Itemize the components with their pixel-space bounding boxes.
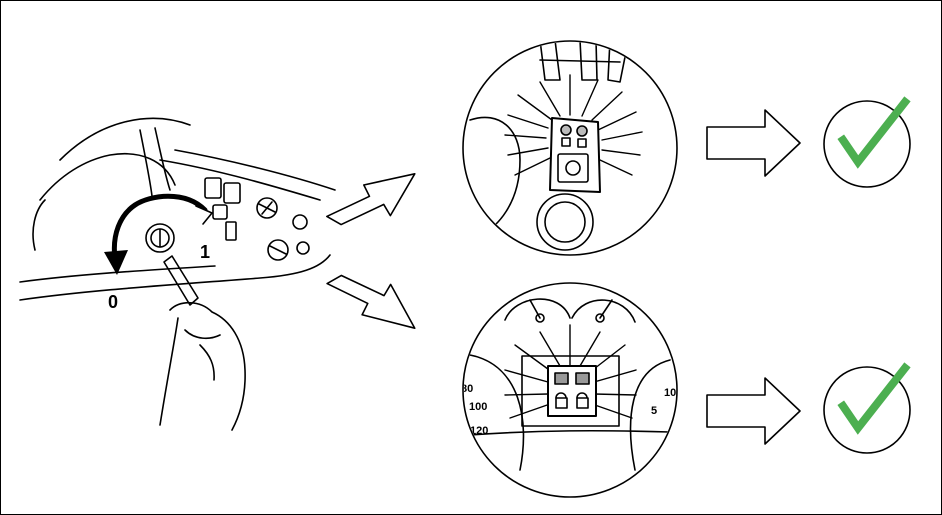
position-on-label: 1 <box>200 242 210 262</box>
arrow-to-bottom-icon <box>323 274 421 329</box>
ignition-key-icon <box>164 256 198 305</box>
rotation-arrow-icon <box>114 196 205 258</box>
arrow-right-top-icon <box>707 110 800 176</box>
position-off-label: 0 <box>108 292 118 312</box>
arrow-to-top-icon <box>323 174 421 227</box>
gauge-tick-100: 100 <box>469 401 487 413</box>
checkmark-bottom-icon <box>824 367 910 453</box>
checkmark-top-icon <box>824 101 910 187</box>
instrument-cluster-detail: 80 100 120 10 5 <box>461 283 677 497</box>
arrow-right-bottom-icon <box>707 378 800 444</box>
hand-icon <box>160 303 245 430</box>
gauge-tick-10: 10 <box>664 387 676 399</box>
steering-wheel-icon <box>33 118 190 250</box>
gauge-tick-5: 5 <box>651 405 657 417</box>
overhead-console-detail <box>463 40 677 255</box>
dashboard-scene <box>20 118 335 430</box>
